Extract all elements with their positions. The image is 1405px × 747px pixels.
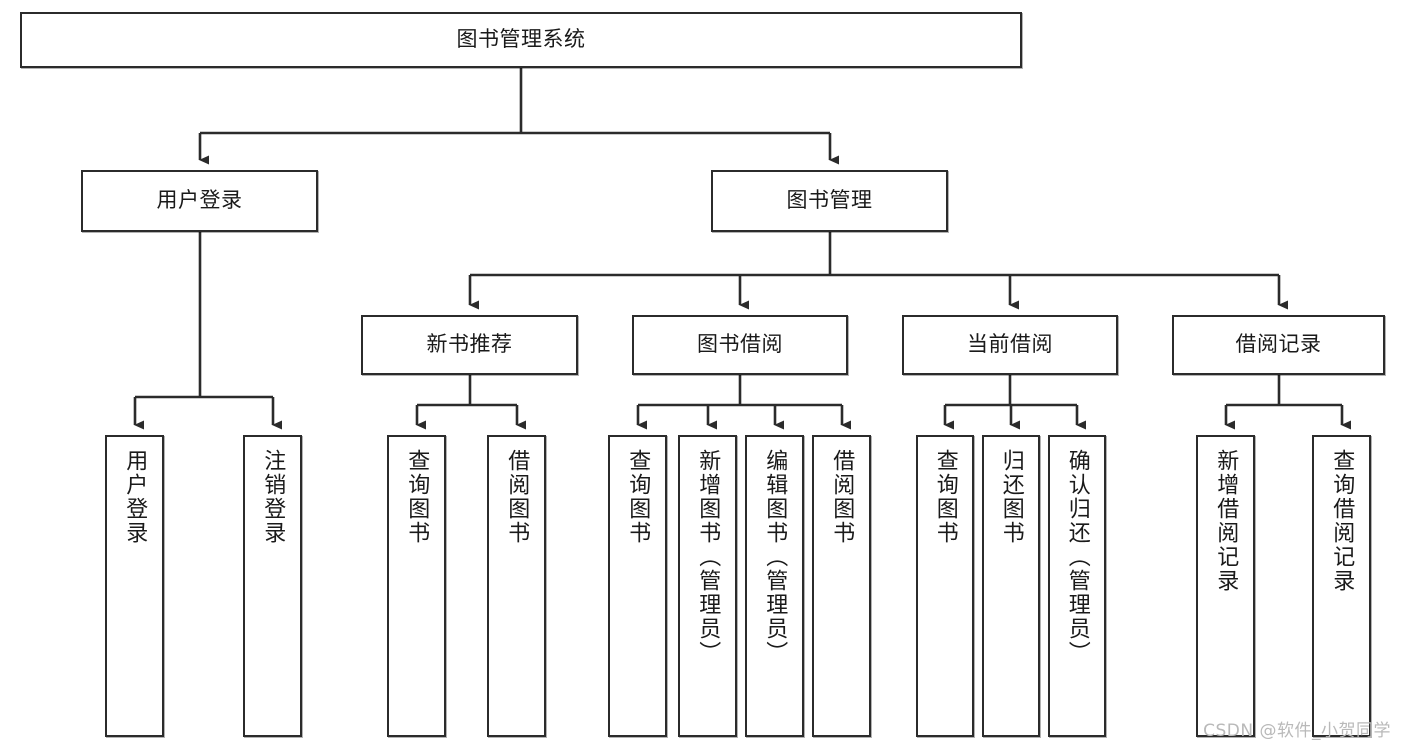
node-label: 编辑图书（管理员）	[762, 449, 788, 665]
node-label: 图书借阅	[697, 332, 783, 357]
node-book-borrow[interactable]: 图书借阅	[632, 315, 848, 375]
node-label: 注销登录	[260, 449, 286, 545]
node-leaf-cb-return[interactable]: 归还图书	[982, 435, 1040, 737]
node-leaf-cb-query[interactable]: 查询图书	[916, 435, 974, 737]
node-leaf-br-add[interactable]: 新增借阅记录	[1196, 435, 1255, 737]
node-label: 确认归还（管理员）	[1064, 449, 1090, 665]
node-root[interactable]: 图书管理系统	[20, 12, 1022, 68]
node-leaf-br-query[interactable]: 查询借阅记录	[1312, 435, 1371, 737]
node-label: 查询借阅记录	[1329, 449, 1355, 593]
node-borrow-record[interactable]: 借阅记录	[1172, 315, 1385, 375]
node-current-borrow[interactable]: 当前借阅	[902, 315, 1118, 375]
node-label: 借阅记录	[1235, 332, 1322, 357]
node-leaf-rec-borrow[interactable]: 借阅图书	[487, 435, 546, 737]
node-leaf-bb-query[interactable]: 查询图书	[608, 435, 667, 737]
node-leaf-bb-edit[interactable]: 编辑图书（管理员）	[745, 435, 804, 737]
node-new-book-rec[interactable]: 新书推荐	[361, 315, 578, 375]
node-label: 图书管理系统	[456, 27, 586, 52]
node-leaf-bb-borrow[interactable]: 借阅图书	[812, 435, 871, 737]
node-book-manage[interactable]: 图书管理	[711, 170, 948, 232]
node-user-login[interactable]: 用户登录	[81, 170, 318, 232]
node-leaf-rec-query[interactable]: 查询图书	[387, 435, 446, 737]
node-label: 用户登录	[156, 188, 243, 213]
node-label: 查询图书	[404, 449, 430, 545]
node-label: 用户登录	[122, 449, 148, 545]
node-label: 借阅图书	[829, 449, 855, 545]
node-label: 图书管理	[786, 188, 873, 213]
node-leaf-bb-add[interactable]: 新增图书（管理员）	[678, 435, 737, 737]
node-label: 新增图书（管理员）	[695, 449, 721, 665]
node-label: 新增借阅记录	[1213, 449, 1239, 593]
node-leaf-cb-confirm[interactable]: 确认归还（管理员）	[1048, 435, 1106, 737]
node-leaf-user-logout[interactable]: 注销登录	[243, 435, 302, 737]
node-label: 查询图书	[932, 449, 958, 545]
node-leaf-user-login[interactable]: 用户登录	[105, 435, 164, 737]
node-label: 新书推荐	[426, 332, 513, 357]
node-label: 查询图书	[625, 449, 651, 545]
node-label: 当前借阅	[967, 332, 1053, 357]
node-label: 借阅图书	[504, 449, 530, 545]
node-label: 归还图书	[998, 449, 1024, 545]
